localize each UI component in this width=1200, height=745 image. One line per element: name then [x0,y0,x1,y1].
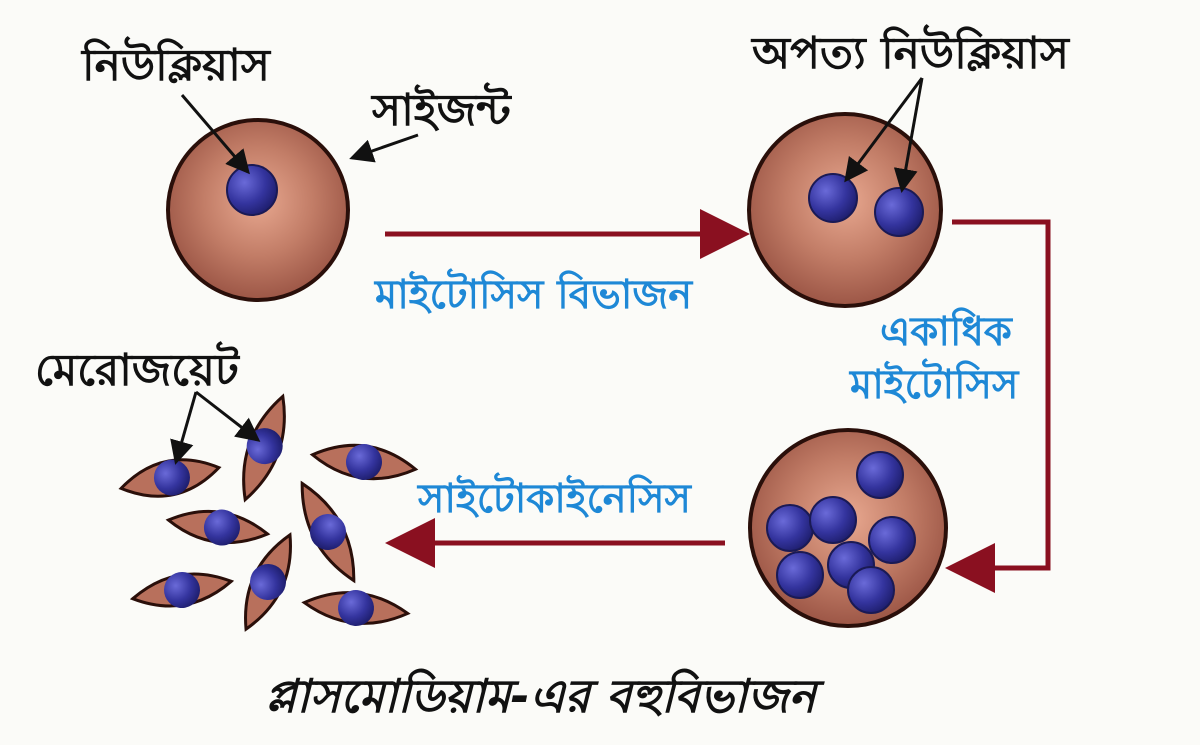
merozoite-pointer-2 [195,390,261,442]
daughter-nucleus-1 [808,173,858,223]
merozoite-1 [118,458,222,498]
nucleus-label: নিউক্লিয়াস [80,36,272,91]
merozoite-3 [309,443,419,481]
schizont-pointer [349,133,419,163]
merozoite-7 [129,572,235,608]
schizont-cell [166,118,350,302]
single-nucleus [226,164,278,216]
daughter-nucleus-pointer-2 [893,77,924,193]
daughter-nuclei-label: অপত্য নিউক্লিয়াস [750,24,1071,79]
merozoite-label: মেরোজয়েট [35,341,241,396]
schizont-label: সাইজন্ট [370,82,512,136]
merozoite-8 [301,590,411,626]
two-nuclei-cell [747,112,943,308]
multiple-mitosis-label-line1: একাধিক [880,307,1014,355]
merozoite-4 [165,509,271,546]
merozoite-2 [242,393,286,503]
multi-nuclei-cell [748,428,948,628]
merozoite-5 [300,480,356,584]
daughter-nucleus-2 [874,187,924,237]
multiple-mitosis-arrow [945,219,1051,593]
daughter-nucleus-pointer-1 [844,77,924,183]
mitosis-division-label: মাইটোসিস বিভাজন [373,268,694,318]
merozoite-6 [244,532,292,632]
merozoites-group [118,393,419,632]
merozoite-pointer-1 [170,391,198,465]
nucleus-pointer [180,94,250,175]
diagram-caption: প্লাসমোডিয়াম-এর বহুবিভাজন [265,668,825,723]
multiple-mitosis-label-line2: মাইটোসিস [848,358,1020,408]
cytokinesis-label: সাইটোকাইনেসিস [416,472,693,522]
